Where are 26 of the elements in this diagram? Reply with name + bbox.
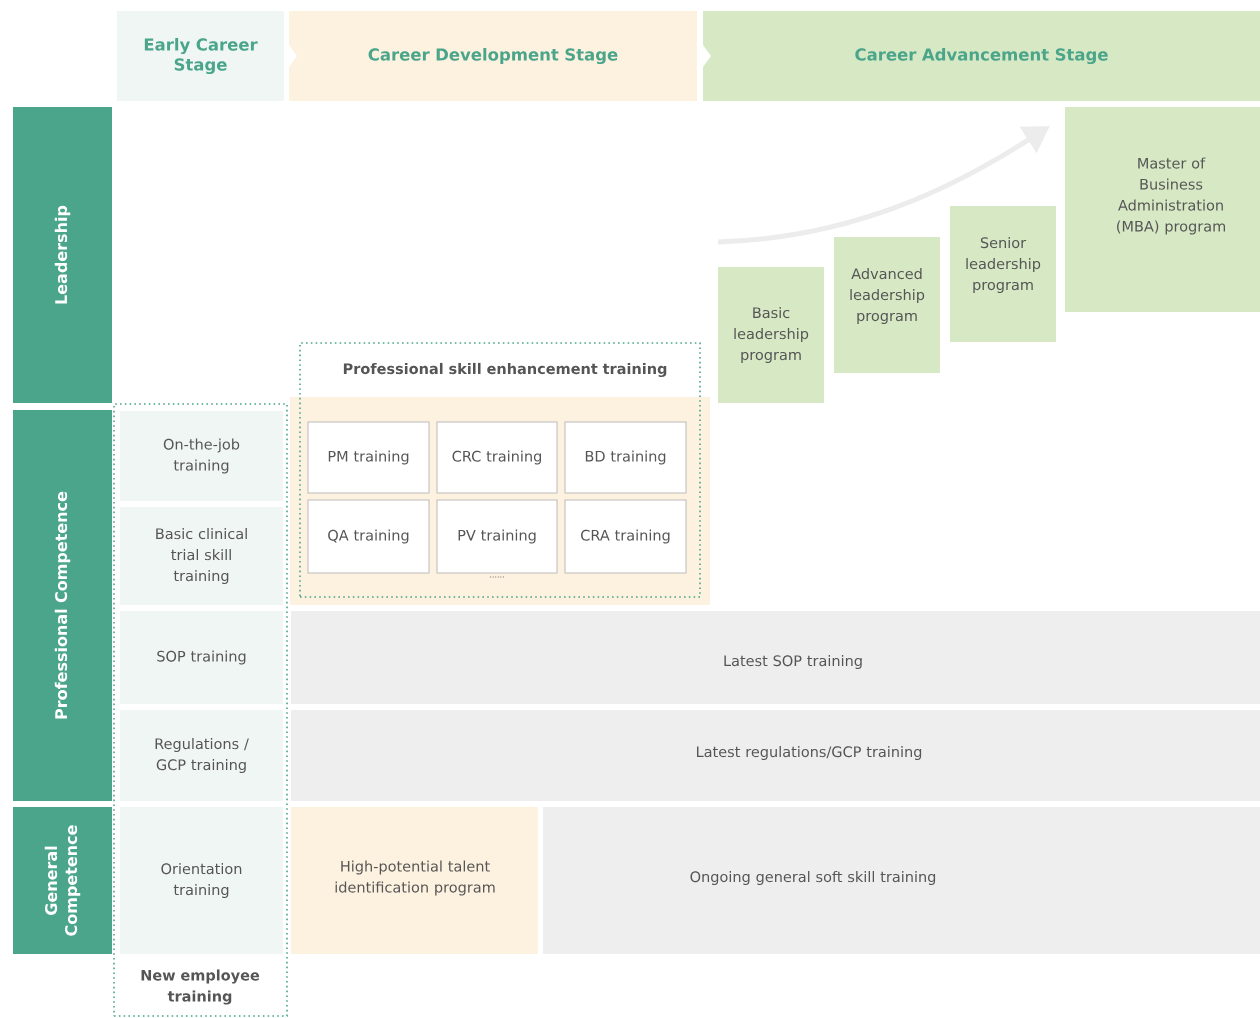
training-box: PV training [436,499,558,574]
category-band: Leadership [13,107,112,403]
program-box: Senior leadership program [950,206,1056,342]
training-cell: SOP training [120,611,283,704]
stage-header: Career Advancement Stage [703,11,1260,101]
category-band: General Competence [13,807,112,954]
ellipsis-mark: ...... [490,576,504,578]
training-cell: Orientation training [120,807,283,954]
stage-header: Early Career Stage [117,11,284,101]
training-cell: On-the-job training [120,411,283,501]
training-box: BD training [564,421,687,494]
training-box: CRC training [436,421,558,494]
training-band: Latest regulations/GCP training [291,710,1260,801]
category-band: Professional Competence [13,410,112,801]
training-box: PM training [307,421,430,494]
training-box: CRA training [564,499,687,574]
training-band: Latest SOP training [291,611,1260,704]
training-cell: Basic clinical trial skill training [120,507,283,605]
program-box: Advanced leadership program [834,237,940,373]
program-box: Master of Business Administration (MBA) program [1065,107,1260,312]
program-box: Basic leadership program [718,267,824,403]
stage-header: Career Development Stage [289,11,697,101]
training-cell: Regulations / GCP training [120,710,283,801]
training-band: Ongoing general soft skill training [543,807,1260,954]
training-box: QA training [307,499,430,574]
training-band: High-potential talent identification program [291,807,538,954]
